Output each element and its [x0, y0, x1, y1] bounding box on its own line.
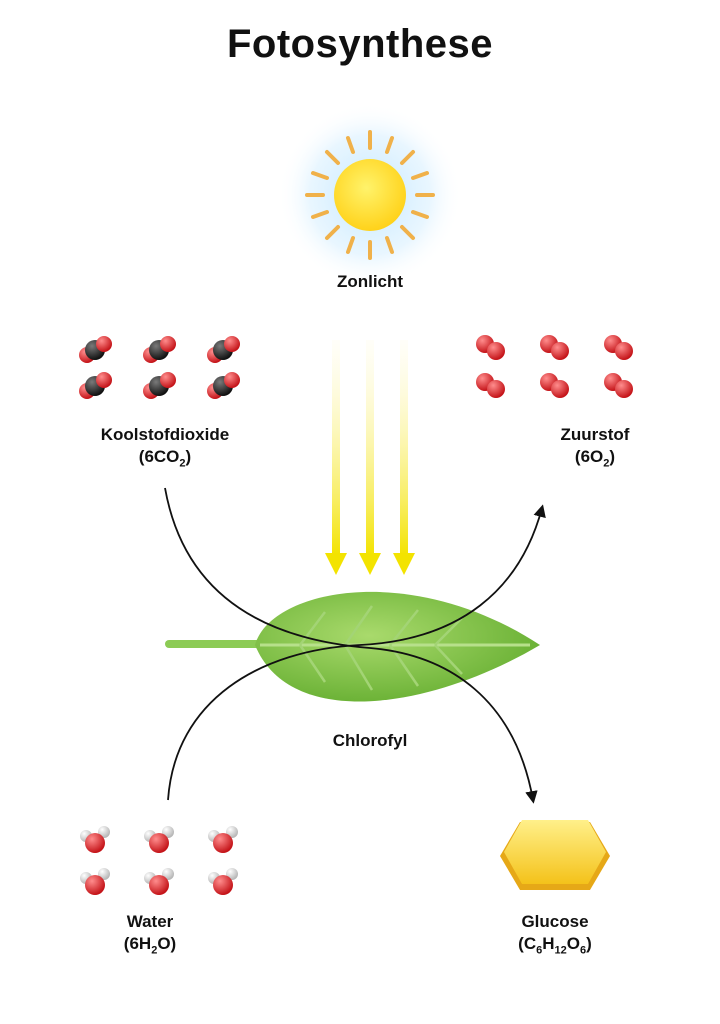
glucose-label: Glucose (C6H12O6)	[480, 911, 630, 957]
sun-icon	[278, 103, 462, 287]
water-molecule-icon	[144, 826, 174, 853]
co2-label: Koolstofdioxide (6CO2)	[60, 424, 270, 470]
co2-molecule-icon	[143, 336, 176, 363]
glucose-name: Glucose	[521, 912, 589, 931]
reaction-arrows	[164, 487, 546, 804]
glucose-formula: (C6H12O6)	[518, 934, 592, 957]
co2-molecule-icon	[79, 372, 112, 399]
leaf-icon	[165, 591, 540, 702]
light-beams	[325, 340, 415, 575]
chlorophyll-label: Chlorofyl	[332, 731, 408, 750]
glucose-hexagon-icon	[500, 820, 610, 890]
water-molecule-icon	[80, 826, 110, 853]
water-molecule-icon	[80, 868, 110, 895]
water-to-oxygen-arrow	[167, 504, 546, 801]
water-molecule-icon	[144, 868, 174, 895]
water-molecule-icon	[208, 826, 238, 853]
co2-molecule-icon	[207, 372, 240, 399]
oxygen-molecule-icon	[540, 373, 569, 398]
co2-molecule-icon	[143, 372, 176, 399]
oxygen-molecules	[476, 335, 633, 398]
co2-molecules	[79, 336, 240, 399]
oxygen-molecule-icon	[540, 335, 569, 360]
oxygen-formula: (6O2)	[574, 447, 616, 470]
co2-molecule-icon	[207, 336, 240, 363]
page-title: Fotosynthese	[226, 22, 494, 66]
oxygen-molecule-icon	[476, 335, 505, 360]
sunlight-label: Zonlicht	[336, 272, 404, 291]
co2-molecule-icon	[79, 336, 112, 363]
co2-formula: (6CO2)	[138, 447, 192, 470]
water-formula: (6H2O)	[123, 934, 177, 957]
co2-name: Koolstofdioxide	[100, 425, 230, 444]
water-molecule-icon	[208, 868, 238, 895]
co2-to-glucose-arrow	[164, 487, 538, 804]
oxygen-molecule-icon	[476, 373, 505, 398]
water-label: Water (6H2O)	[80, 911, 220, 957]
oxygen-name: Zuurstof	[560, 425, 630, 444]
oxygen-molecule-icon	[604, 373, 633, 398]
oxygen-molecule-icon	[604, 335, 633, 360]
oxygen-label: Zuurstof (6O2)	[520, 424, 670, 470]
water-name: Water	[126, 912, 174, 931]
water-molecules	[80, 826, 238, 895]
